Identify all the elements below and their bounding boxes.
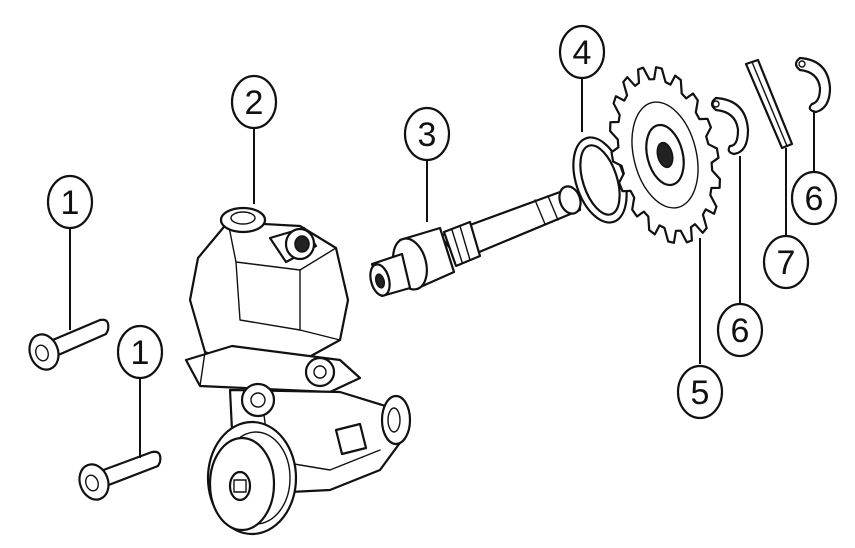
svg-text:3: 3 — [418, 116, 437, 154]
callout-5: 5 — [676, 364, 724, 420]
leader-lines — [69, 76, 815, 458]
callout-1b: 1 — [116, 324, 164, 380]
gear-bore — [656, 141, 674, 169]
gear — [609, 66, 721, 244]
svg-text:1: 1 — [61, 184, 80, 222]
bolt-lower — [78, 450, 162, 501]
gear-web — [631, 101, 699, 209]
bolt-upper — [28, 318, 110, 371]
svg-text:6: 6 — [731, 312, 750, 350]
callout-7: 7 — [762, 234, 810, 290]
circlip-outer — [794, 56, 832, 114]
pin — [744, 58, 794, 150]
svg-text:1: 1 — [131, 334, 150, 372]
svg-text:4: 4 — [573, 34, 592, 72]
svg-text:5: 5 — [691, 374, 710, 412]
callout-6a: 6 — [716, 302, 764, 358]
svg-text:6: 6 — [805, 180, 824, 218]
svg-text:7: 7 — [777, 244, 796, 282]
callout-1a: 1 — [46, 174, 94, 230]
callout-3: 3 — [403, 106, 451, 162]
callout-2: 2 — [230, 74, 278, 130]
callout-6b: 6 — [790, 170, 838, 226]
callout-4: 4 — [558, 24, 606, 80]
pump-housing — [184, 206, 412, 536]
circlip-inner — [710, 96, 750, 156]
svg-text:2: 2 — [245, 84, 264, 122]
drive-shaft — [369, 185, 582, 298]
